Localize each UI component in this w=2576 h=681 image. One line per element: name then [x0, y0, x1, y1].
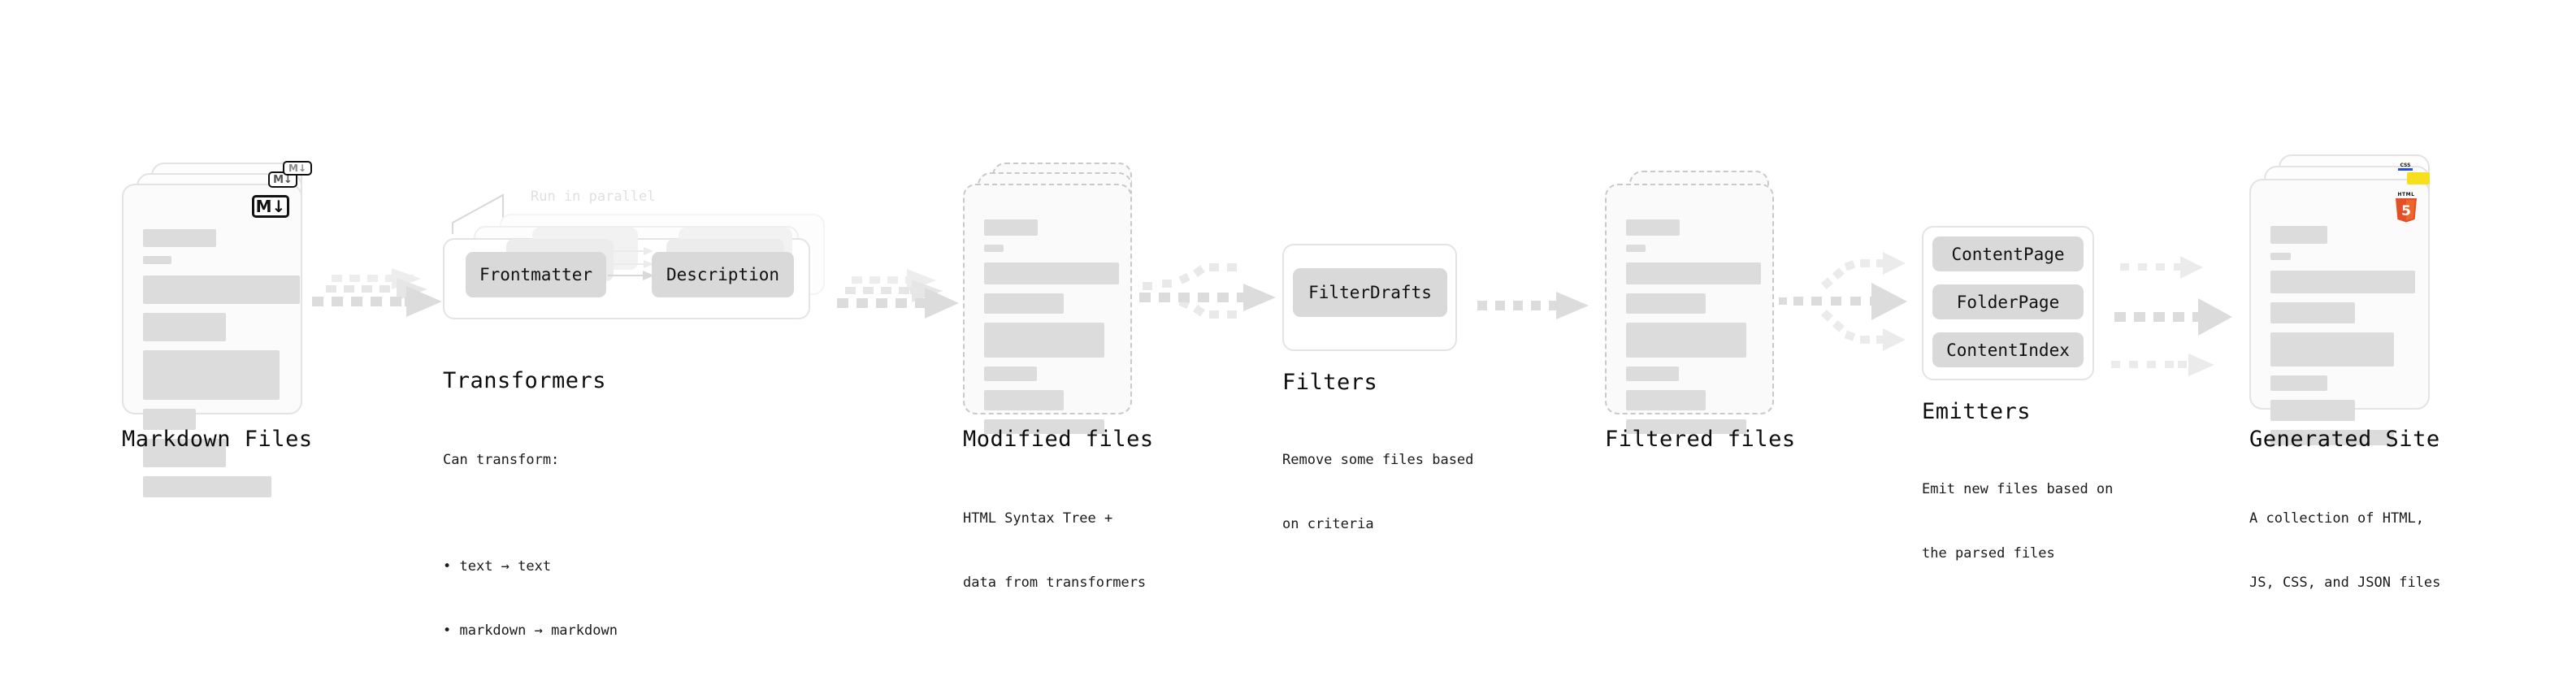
transformers-bullet: • text → text — [443, 558, 552, 575]
file-content-bars — [1626, 219, 1761, 443]
emitters-subtitle-line: Emit new files based on — [1922, 480, 2114, 497]
modified-files-subtitle-line: data from transformers — [963, 574, 1147, 591]
arrow-transformers-to-modified — [821, 268, 967, 349]
run-in-parallel-label: Run in parallel — [531, 189, 656, 205]
file-card-front: M↓ — [122, 184, 302, 497]
emitters-subtitle-line: the parsed files — [1922, 544, 2055, 562]
content-bar — [1626, 323, 1746, 358]
content-bar — [1626, 245, 1646, 252]
markdown-badge-small-back1: M↓ — [283, 161, 312, 176]
arrow-markdown-to-transformers — [307, 268, 462, 349]
content-bar — [143, 313, 226, 341]
stage-modified-files: Modified files HTML Syntax Tree + data f… — [963, 163, 1153, 591]
content-bar — [143, 256, 171, 264]
markdown-badge: M↓ — [252, 195, 289, 218]
generated-site-subtitle: A collection of HTML, JS, CSS, and JSON … — [2249, 465, 2440, 636]
content-bar — [143, 476, 271, 497]
content-bar — [2270, 253, 2291, 260]
markdown-files-title: Markdown Files — [122, 427, 313, 452]
content-bar — [143, 350, 280, 400]
content-bar — [984, 293, 1064, 314]
transformer-connector-main — [608, 270, 658, 286]
generated-file-stack: CSS HTML 5 — [2249, 154, 2452, 445]
content-bar — [984, 262, 1119, 284]
stage-filtered-files: Filtered files — [1605, 163, 1795, 452]
transformers-bullet-text: markdown → markdown — [459, 622, 618, 640]
content-bar — [2270, 302, 2355, 323]
content-bar — [984, 245, 1004, 252]
content-bar — [143, 229, 216, 247]
transformers-title: Transformers — [443, 368, 607, 393]
emitters-title: Emitters — [1922, 399, 2032, 424]
content-bar — [984, 367, 1037, 381]
file-content-bars — [143, 229, 300, 506]
file-card-front — [1605, 184, 1774, 434]
run-in-parallel-bracket — [451, 187, 557, 244]
content-bar — [1626, 293, 1706, 314]
content-bar — [984, 390, 1064, 410]
modified-files-title: Modified files — [963, 427, 1154, 452]
content-bar — [984, 419, 1104, 434]
emitters-pill-contentindex[interactable]: ContentIndex — [1932, 332, 2084, 367]
modified-files-subtitle: HTML Syntax Tree + data from transformer… — [963, 465, 1146, 636]
transformers-subtitle: Can transform: • text → text • markdown … — [443, 406, 618, 681]
svg-text:HTML: HTML — [2398, 192, 2415, 197]
content-bar — [2270, 375, 2327, 391]
transformer-pill-frontmatter[interactable]: Frontmatter — [466, 252, 606, 297]
content-bar — [984, 323, 1104, 358]
css-badge: CSS — [2396, 161, 2414, 172]
content-bar — [143, 409, 196, 430]
content-bar — [2270, 226, 2327, 244]
filters-subtitle-line: Remove some files based — [1282, 451, 1474, 468]
arrow-modified-to-filters — [1138, 260, 1292, 349]
content-bar — [143, 275, 300, 304]
modified-files-subtitle-line: HTML Syntax Tree + — [963, 510, 1113, 527]
modified-file-stack — [963, 163, 1150, 434]
filters-subtitle: Remove some files based on criteria — [1282, 406, 1473, 578]
filtered-files-title: Filtered files — [1605, 427, 1796, 452]
content-bar — [143, 439, 226, 467]
html5-badge: HTML 5 — [2392, 190, 2420, 223]
transformer-connector-ghost — [609, 246, 666, 287]
svg-text:5: 5 — [2401, 203, 2411, 219]
emitters-pill-contentpage[interactable]: ContentPage — [1932, 236, 2084, 271]
generated-site-title: Generated Site — [2249, 427, 2440, 452]
file-card-front — [963, 184, 1132, 434]
content-bar — [2270, 332, 2394, 367]
transformers-bullet-text: text → text — [459, 558, 552, 575]
stage-markdown-files: M↓ M↓ M↓ Markdown Files — [122, 161, 317, 497]
arrow-filters-to-filtered — [1463, 283, 1601, 332]
emitters-pill-folderpage[interactable]: FolderPage — [1932, 284, 2084, 319]
content-bar — [1626, 419, 1746, 434]
arrow-emitters-to-site — [2109, 241, 2263, 403]
file-content-bars — [984, 219, 1119, 443]
filters-title: Filters — [1282, 370, 1378, 395]
stage-generated-site: CSS HTML 5 Generated Site A collection o… — [2249, 154, 2452, 591]
transformer-pill-description[interactable]: Description — [652, 252, 794, 297]
arrow-filtered-to-emitters — [1776, 241, 1926, 403]
content-bar — [2270, 430, 2394, 445]
content-bar — [1626, 367, 1679, 381]
emitters-subtitle: Emit new files based on the parsed files — [1922, 436, 2113, 607]
svg-text:CSS: CSS — [2400, 163, 2411, 168]
content-bar — [2270, 271, 2415, 293]
markdown-file-stack: M↓ M↓ M↓ — [122, 161, 317, 497]
js-badge — [2407, 172, 2430, 184]
file-content-bars — [2270, 226, 2415, 454]
content-bar — [984, 219, 1038, 236]
filters-pill-filterdrafts[interactable]: FilterDrafts — [1293, 268, 1447, 317]
generated-site-subtitle-line: A collection of HTML, — [2249, 510, 2424, 527]
content-bar — [1626, 262, 1761, 284]
filtered-file-stack — [1605, 163, 1792, 434]
generated-site-subtitle-line: JS, CSS, and JSON files — [2249, 574, 2441, 591]
transformers-subtitle-line: Can transform: — [443, 451, 560, 468]
content-bar — [1626, 390, 1706, 410]
filters-subtitle-line: on criteria — [1282, 515, 1374, 532]
content-bar — [2270, 400, 2355, 421]
content-bar — [1626, 219, 1680, 236]
transformers-bullet: • markdown → markdown — [443, 622, 618, 640]
